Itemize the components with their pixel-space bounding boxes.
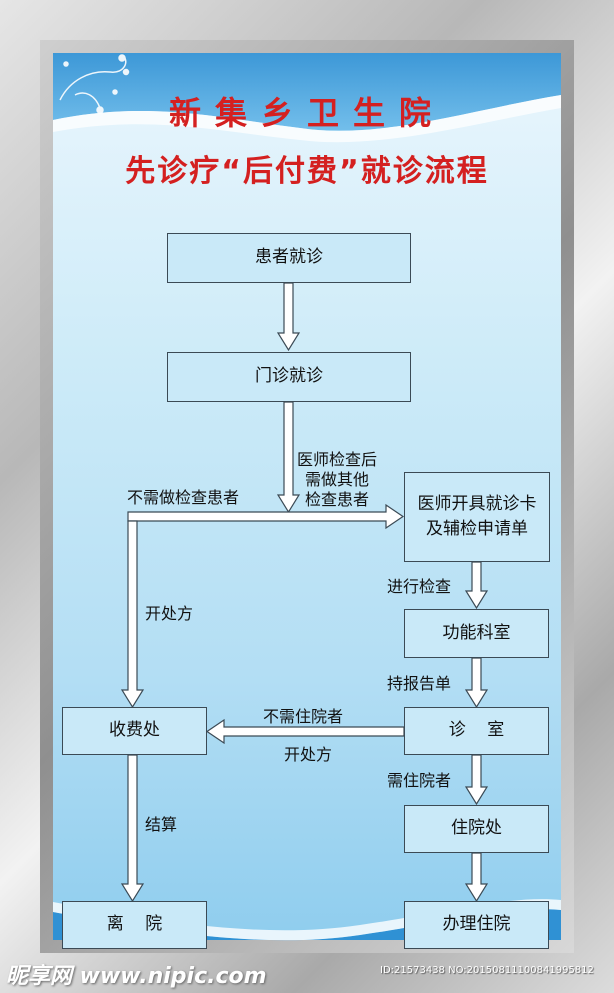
floral-ornament [59,54,130,114]
node-doctor-card: 医师开具就诊卡 及辅检申请单 [404,472,550,562]
node-function-dept: 功能科室 [404,609,549,658]
label-prescribe-left: 开处方 [145,604,194,623]
arrow-to-clinic [464,657,489,709]
top-wave-light [53,95,561,143]
node-inpatient-office: 住院处 [404,805,549,853]
arrow-to-leave [120,754,145,903]
label-with-report: 持报告单 [387,674,452,693]
arrow-to-function-dept [464,561,489,610]
arrow-branch-right [127,503,405,530]
label-prescribe-bottom: 开处方 [284,745,333,764]
label-settle: 结算 [145,815,178,834]
top-wave [53,53,561,131]
arrow-outpatient-down [276,401,301,514]
node-patient-visit: 患者就诊 [167,233,411,283]
label-no-exam: 不需做检查患者 [127,488,240,507]
arrow-to-admission [464,852,489,903]
arrow-to-cashier [120,520,145,709]
node-outpatient: 门诊就诊 [167,352,411,402]
node-cashier: 收费处 [62,707,207,755]
node-admission: 办理住院 [404,901,549,949]
watermark-brand: 昵享网 www.nipic.com [6,964,267,989]
process-title: 先诊疗“后付费”就诊流程 [125,154,489,189]
label-no-hospitalize: 不需住院者 [263,707,344,726]
hospital-name: 新集乡卫生院 [168,94,445,132]
arrow-patient-to-outpatient [276,282,301,352]
arrow-clinic-to-cashier [205,718,405,745]
node-leave: 离 院 [62,901,207,949]
watermark-id: ID:21573438 NO:20150811100841995812 [380,965,594,976]
arrow-to-inpatient [464,754,489,806]
label-other-exam: 医师检查后 需做其他 检查患者 [297,450,378,509]
label-need-hospitalize: 需住院者 [387,771,452,790]
label-do-exam: 进行检查 [387,577,452,596]
node-clinic: 诊 室 [404,707,549,755]
